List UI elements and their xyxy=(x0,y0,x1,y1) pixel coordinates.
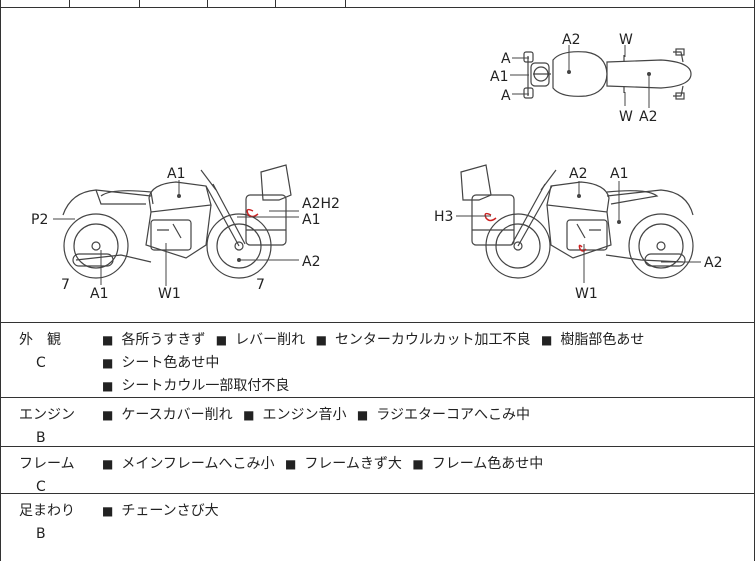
section-category: フレーム C xyxy=(19,453,79,499)
section-grade: B xyxy=(36,526,46,542)
section-grade: B xyxy=(36,430,46,446)
right-side-label: H3 xyxy=(434,209,453,225)
top-view-label: A xyxy=(501,88,511,104)
header-cell xyxy=(207,0,276,7)
section-name: 足まわり xyxy=(19,503,75,519)
left-side-label: A1 xyxy=(90,286,108,302)
section-items: メインフレームへこみ小 フレームきず大 フレーム色あせ中 xyxy=(102,453,752,476)
condition-item: センターカウルカット加工不良 xyxy=(316,332,531,348)
condition-item: ケースカバー削れ xyxy=(102,407,233,423)
top-view-label: W xyxy=(619,32,633,48)
damage-diagram: A2 W A A1 A W A2 xyxy=(1,8,754,323)
left-side-label: 7 xyxy=(256,277,265,293)
condition-item: レバー削れ xyxy=(216,332,305,348)
damage-mark xyxy=(484,212,497,222)
section-category: 外 観 C xyxy=(19,329,79,375)
top-view-callouts xyxy=(510,45,651,108)
section-row-frame: フレーム C メインフレームへこみ小 フレームきず大 フレーム色あせ中 xyxy=(1,447,754,495)
top-view-label: W xyxy=(619,109,633,125)
top-view-label: A xyxy=(501,51,511,67)
right-side-motorcycle xyxy=(460,164,694,279)
section-grade: C xyxy=(36,355,46,371)
right-side-label: A2 xyxy=(569,166,587,182)
section-name: 外 観 xyxy=(19,332,61,348)
condition-item: ラジエターコアへこみ中 xyxy=(357,407,530,423)
condition-item: エンジン音小 xyxy=(243,407,346,423)
left-side-label: A2 xyxy=(302,254,320,270)
condition-item: 各所うすきず xyxy=(102,332,205,348)
header-cell xyxy=(345,0,754,7)
condition-item: シート色あせ中 xyxy=(102,355,219,371)
section-category: エンジン B xyxy=(19,404,79,450)
header-cell xyxy=(275,0,346,7)
condition-item: メインフレームへこみ小 xyxy=(102,456,275,472)
section-row-engine: エンジン B ケースカバー削れ エンジン音小 ラジエターコアへこみ中 xyxy=(1,398,754,447)
right-side-label: A2 xyxy=(704,255,722,271)
right-side-callouts xyxy=(456,181,701,283)
top-view-label: A2 xyxy=(562,32,580,48)
condition-item: シートカウル一部取付不良 xyxy=(102,378,289,394)
condition-item: 樹脂部色あせ xyxy=(541,332,644,348)
section-row-exterior: 外 観 C 各所うすきず レバー削れ センターカウルカット加工不良 樹脂部色あせ… xyxy=(1,323,754,398)
header-cell xyxy=(139,0,208,7)
section-items: 各所うすきず レバー削れ センターカウルカット加工不良 樹脂部色あせ シート色あ… xyxy=(102,329,752,398)
section-items: チェーンさび大 xyxy=(102,500,752,523)
left-side-label: A1 xyxy=(167,166,185,182)
section-grade: C xyxy=(36,479,46,495)
section-name: フレーム xyxy=(19,456,75,472)
right-side-label: W1 xyxy=(575,286,598,302)
left-side-motorcycle xyxy=(62,164,292,279)
top-view-label: A1 xyxy=(490,69,508,85)
left-side-label: A2H2 xyxy=(302,196,340,212)
section-category: 足まわり B xyxy=(19,500,79,546)
condition-item: チェーンさび大 xyxy=(102,503,219,519)
condition-item: フレーム色あせ中 xyxy=(412,456,543,472)
motorcycle-diagram-svg: A2 W A A1 A W A2 xyxy=(31,32,722,302)
left-side-callouts xyxy=(53,180,299,286)
left-side-label: A1 xyxy=(302,212,320,228)
condition-item: フレームきず大 xyxy=(285,456,402,472)
header-strip xyxy=(1,0,754,8)
damage-mark xyxy=(246,208,259,218)
section-items: ケースカバー削れ エンジン音小 ラジエターコアへこみ中 xyxy=(102,404,752,427)
section-name: エンジン xyxy=(19,407,75,423)
top-view-label: A2 xyxy=(639,109,657,125)
top-view-motorcycle xyxy=(523,48,692,100)
left-side-label: 7 xyxy=(61,277,70,293)
left-side-label: W1 xyxy=(158,286,181,302)
right-side-label: A1 xyxy=(610,166,628,182)
section-row-suspension: 足まわり B チェーンさび大 xyxy=(1,494,754,561)
header-cell xyxy=(69,0,140,7)
left-side-label: P2 xyxy=(31,212,48,228)
